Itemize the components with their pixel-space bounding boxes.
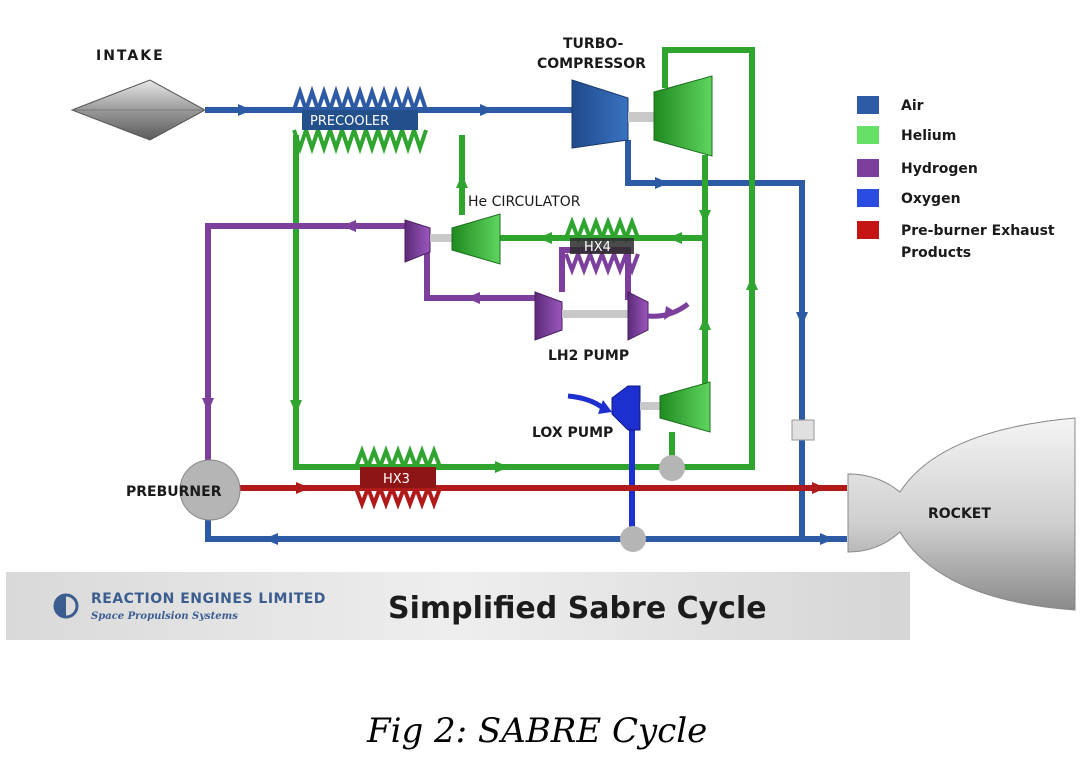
oxygen-junction — [620, 526, 646, 552]
air-bypass-valve — [791, 419, 815, 441]
hx4-exchanger — [564, 216, 640, 276]
preburner-label: PREBURNER — [126, 484, 222, 500]
company-tagline: Space Propulsion Systems — [91, 611, 238, 622]
intake-label: INTAKE — [96, 48, 165, 64]
preburner-vessel — [179, 459, 241, 521]
company-logo-icon — [53, 593, 79, 619]
legend-label-hydrogen: Hydrogen — [901, 161, 978, 177]
company-name: REACTION ENGINES LIMITED — [91, 591, 326, 607]
legend-label-helium: Helium — [901, 128, 956, 144]
turbo-compressor-label-line2: COMPRESSOR — [537, 56, 646, 72]
legend-swatch-exhaust — [857, 221, 879, 239]
legend-label-oxygen: Oxygen — [901, 191, 961, 207]
legend-label-air: Air — [901, 98, 924, 114]
legend-swatch-oxygen — [857, 189, 879, 207]
legend: Air Helium Hydrogen Oxygen Pre-burner Ex… — [857, 96, 1055, 261]
intake-cone — [70, 79, 207, 141]
he-circulator-label: He CIRCULATOR — [468, 194, 581, 210]
banner: REACTION ENGINES LIMITED Space Propulsio… — [6, 572, 910, 640]
he-circulator — [404, 213, 501, 265]
flow-arrows — [202, 104, 834, 545]
turbo-compressor — [571, 75, 713, 157]
lh2-pump — [534, 291, 690, 341]
hx4-label: HX4 — [584, 240, 611, 255]
legend-label-exhaust: Pre-burner Exhaust — [901, 223, 1055, 239]
rocket-label: ROCKET — [928, 506, 991, 522]
legend-label-exhaust-line2: Products — [901, 245, 971, 261]
turbo-compressor-label-line1: TURBO- — [563, 36, 624, 52]
lox-pump-label: LOX PUMP — [532, 425, 613, 441]
oxygen-pipes — [567, 393, 635, 539]
lox-pump — [611, 381, 711, 433]
helium-junction — [659, 455, 685, 481]
precooler-label: PRECOOLER — [310, 114, 389, 129]
precooler-exchanger — [292, 85, 428, 155]
lh2-pump-label: LH2 PUMP — [548, 348, 629, 364]
hx3-exchanger — [354, 445, 442, 510]
legend-swatch-air — [857, 96, 879, 114]
legend-swatch-helium — [857, 126, 879, 144]
rocket-nozzle — [847, 417, 1076, 611]
banner-title: Simplified Sabre Cycle — [388, 591, 767, 626]
legend-swatch-hydrogen — [857, 159, 879, 177]
figure-caption: Fig 2: SABRE Cycle — [366, 711, 707, 751]
hx3-label: HX3 — [383, 472, 410, 487]
